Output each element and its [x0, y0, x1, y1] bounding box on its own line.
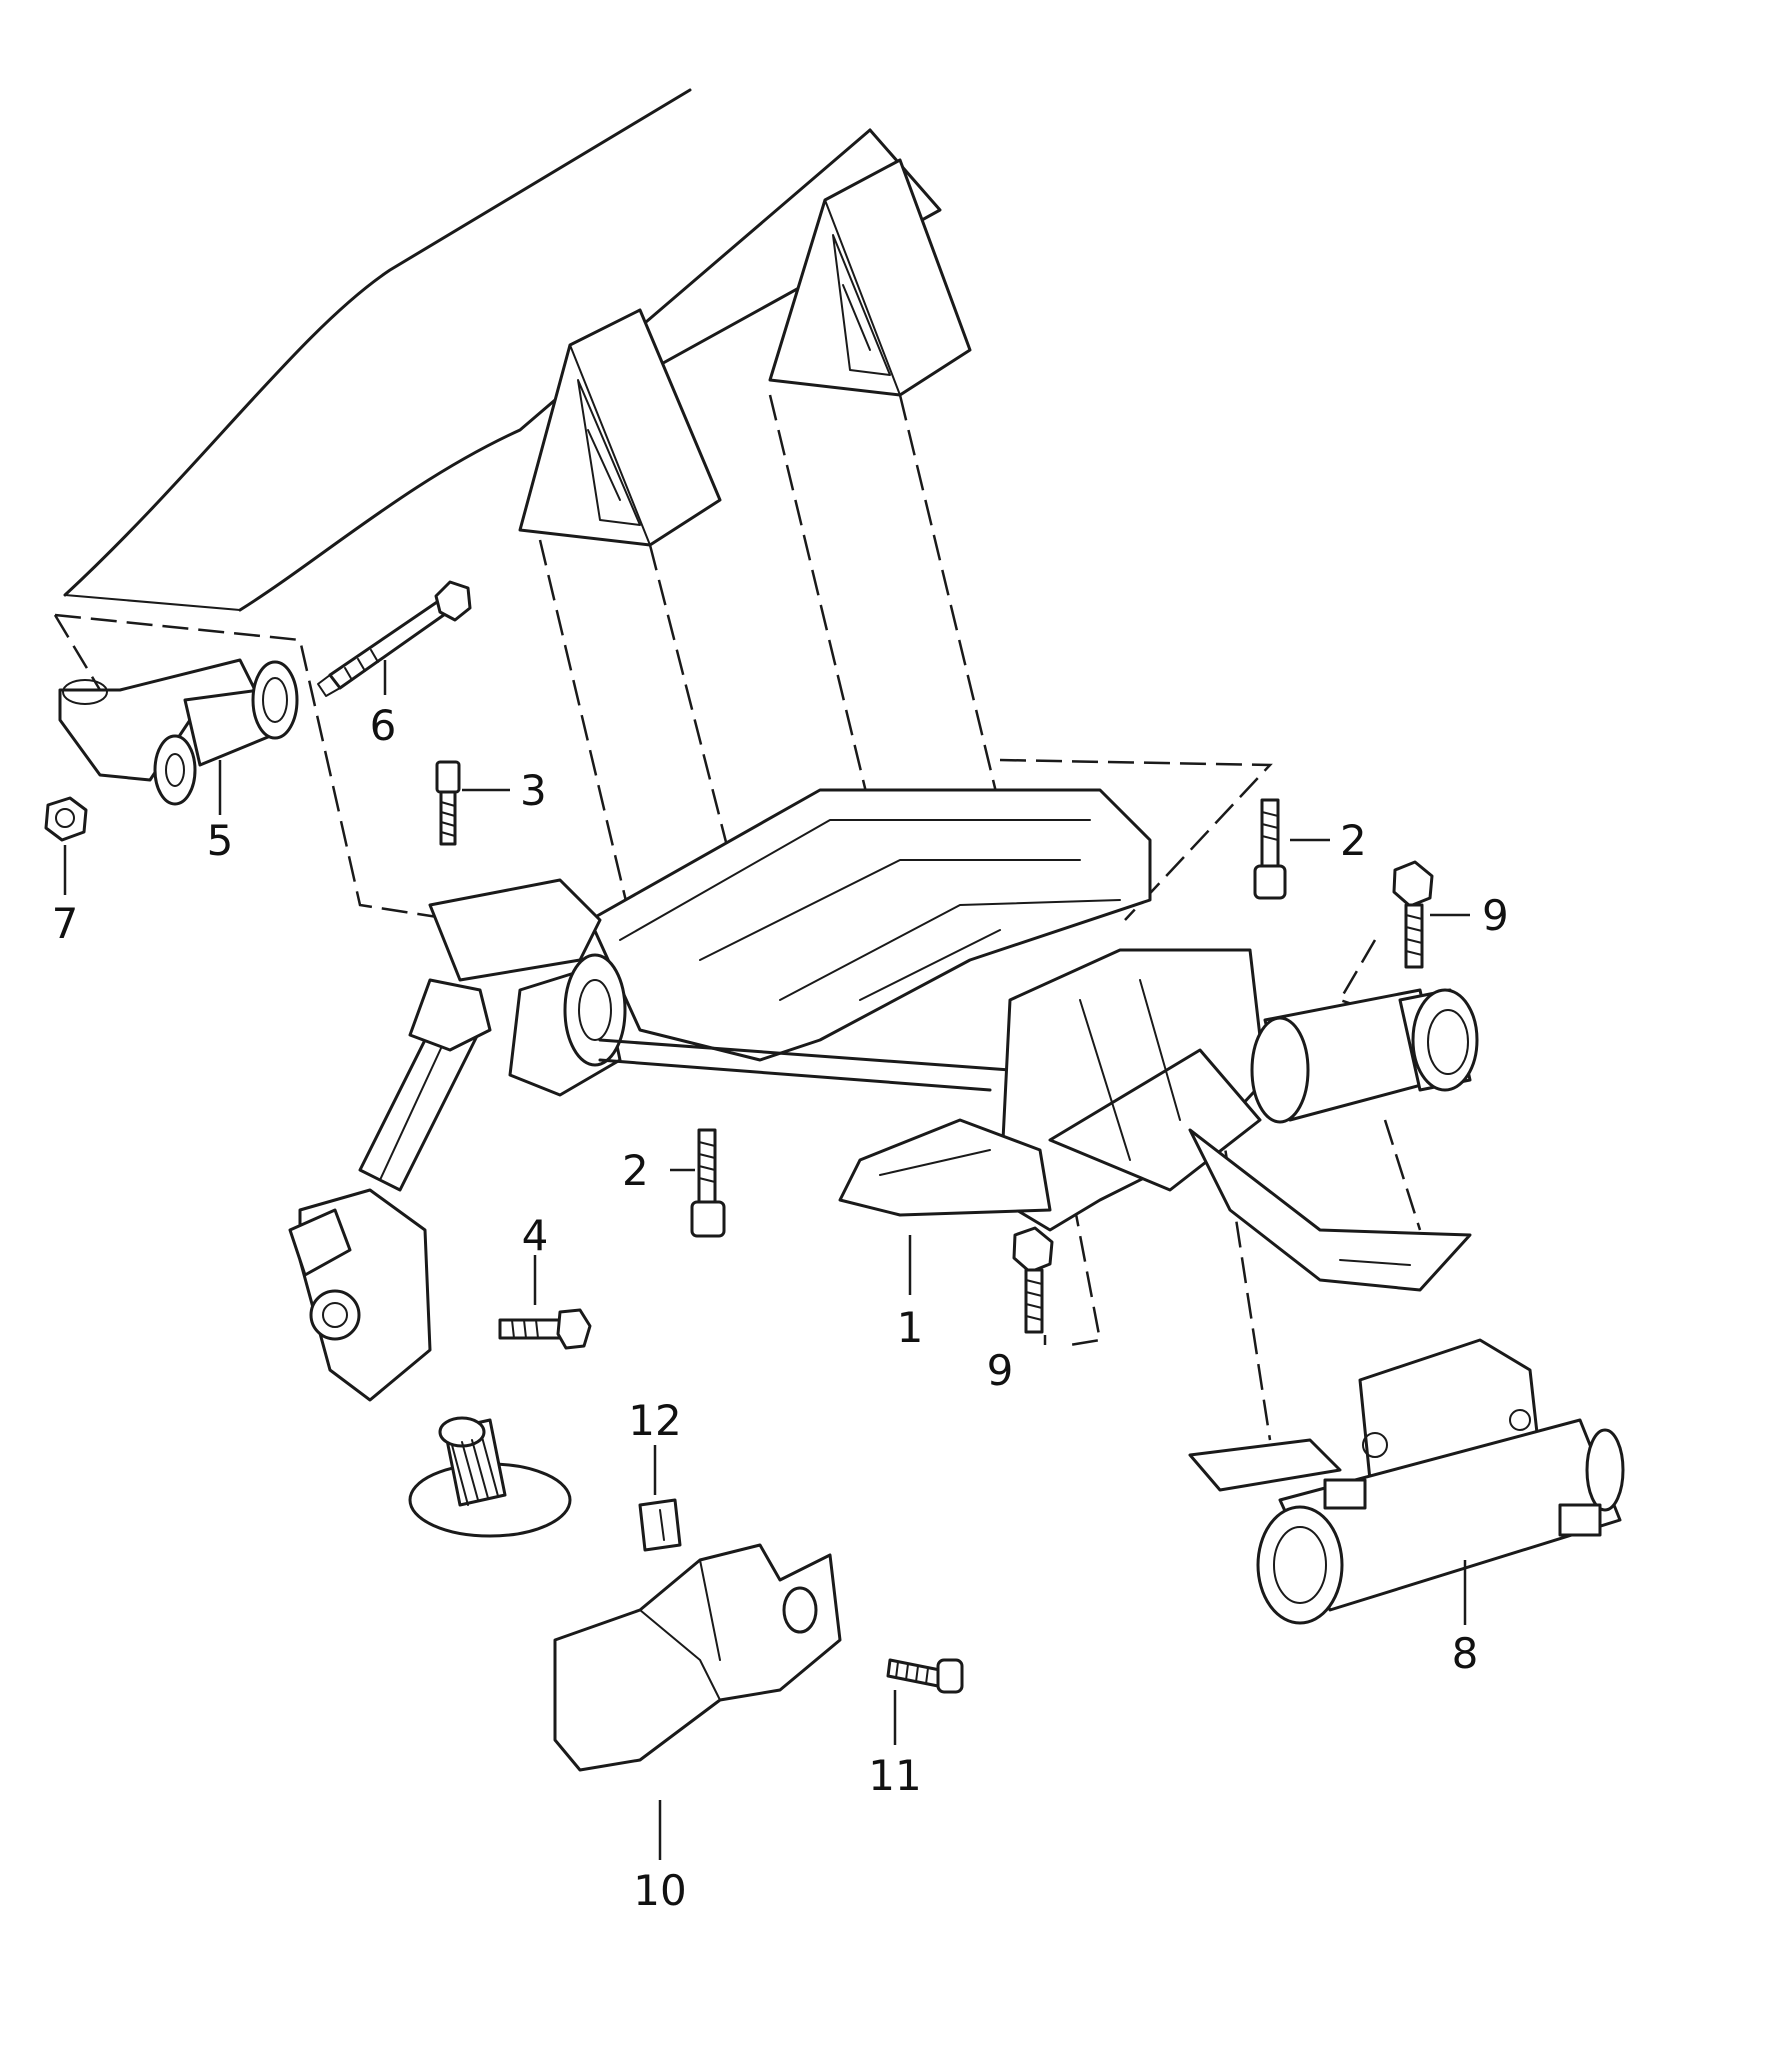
nut-part-7	[44, 796, 88, 842]
dashboard-panel	[63, 88, 942, 612]
callout-3: 3	[520, 766, 547, 815]
callout-10: 10	[633, 1866, 686, 1915]
callout-5: 5	[207, 816, 234, 865]
callout-1: 1	[897, 1303, 924, 1352]
trim-cover-part-10	[553, 1543, 842, 1772]
callouts: 1 2 2 3 4 5 6 7 8 9 9 10 11 12	[52, 701, 1509, 1915]
bolt-part-3	[435, 760, 461, 846]
callout-8: 8	[1452, 1629, 1479, 1678]
bolt-part-6	[317, 580, 472, 697]
callout-7: 7	[52, 899, 79, 948]
mounting-bracket-left	[518, 308, 722, 547]
mounting-bracket-right	[768, 158, 972, 397]
callout-11: 11	[868, 1751, 921, 1800]
callout-6: 6	[370, 701, 397, 750]
callout-12: 12	[628, 1396, 681, 1445]
intermediate-shaft	[288, 978, 492, 1402]
screw-part-11	[886, 1658, 964, 1694]
bolt-part-4	[498, 1308, 592, 1350]
callout-2-upper: 2	[1340, 816, 1367, 865]
clip-part-12	[638, 1498, 682, 1552]
bolt-part-9-upper	[1392, 860, 1434, 969]
callout-9-upper: 9	[1482, 891, 1509, 940]
splined-shaft-end	[408, 1416, 572, 1538]
bolt-part-2-lower	[690, 1128, 726, 1238]
hinge-bracket	[58, 658, 299, 806]
callout-9-lower: 9	[987, 1346, 1014, 1395]
callout-2-lower: 2	[622, 1146, 649, 1195]
bolt-part-9-lower	[1012, 1226, 1054, 1334]
callout-4: 4	[522, 1211, 549, 1260]
bolt-part-2-upper	[1253, 798, 1287, 900]
leader-lines	[63, 660, 1470, 1860]
steering-column-assembly	[428, 788, 1479, 1292]
lock-housing-part-8	[1188, 1338, 1625, 1625]
